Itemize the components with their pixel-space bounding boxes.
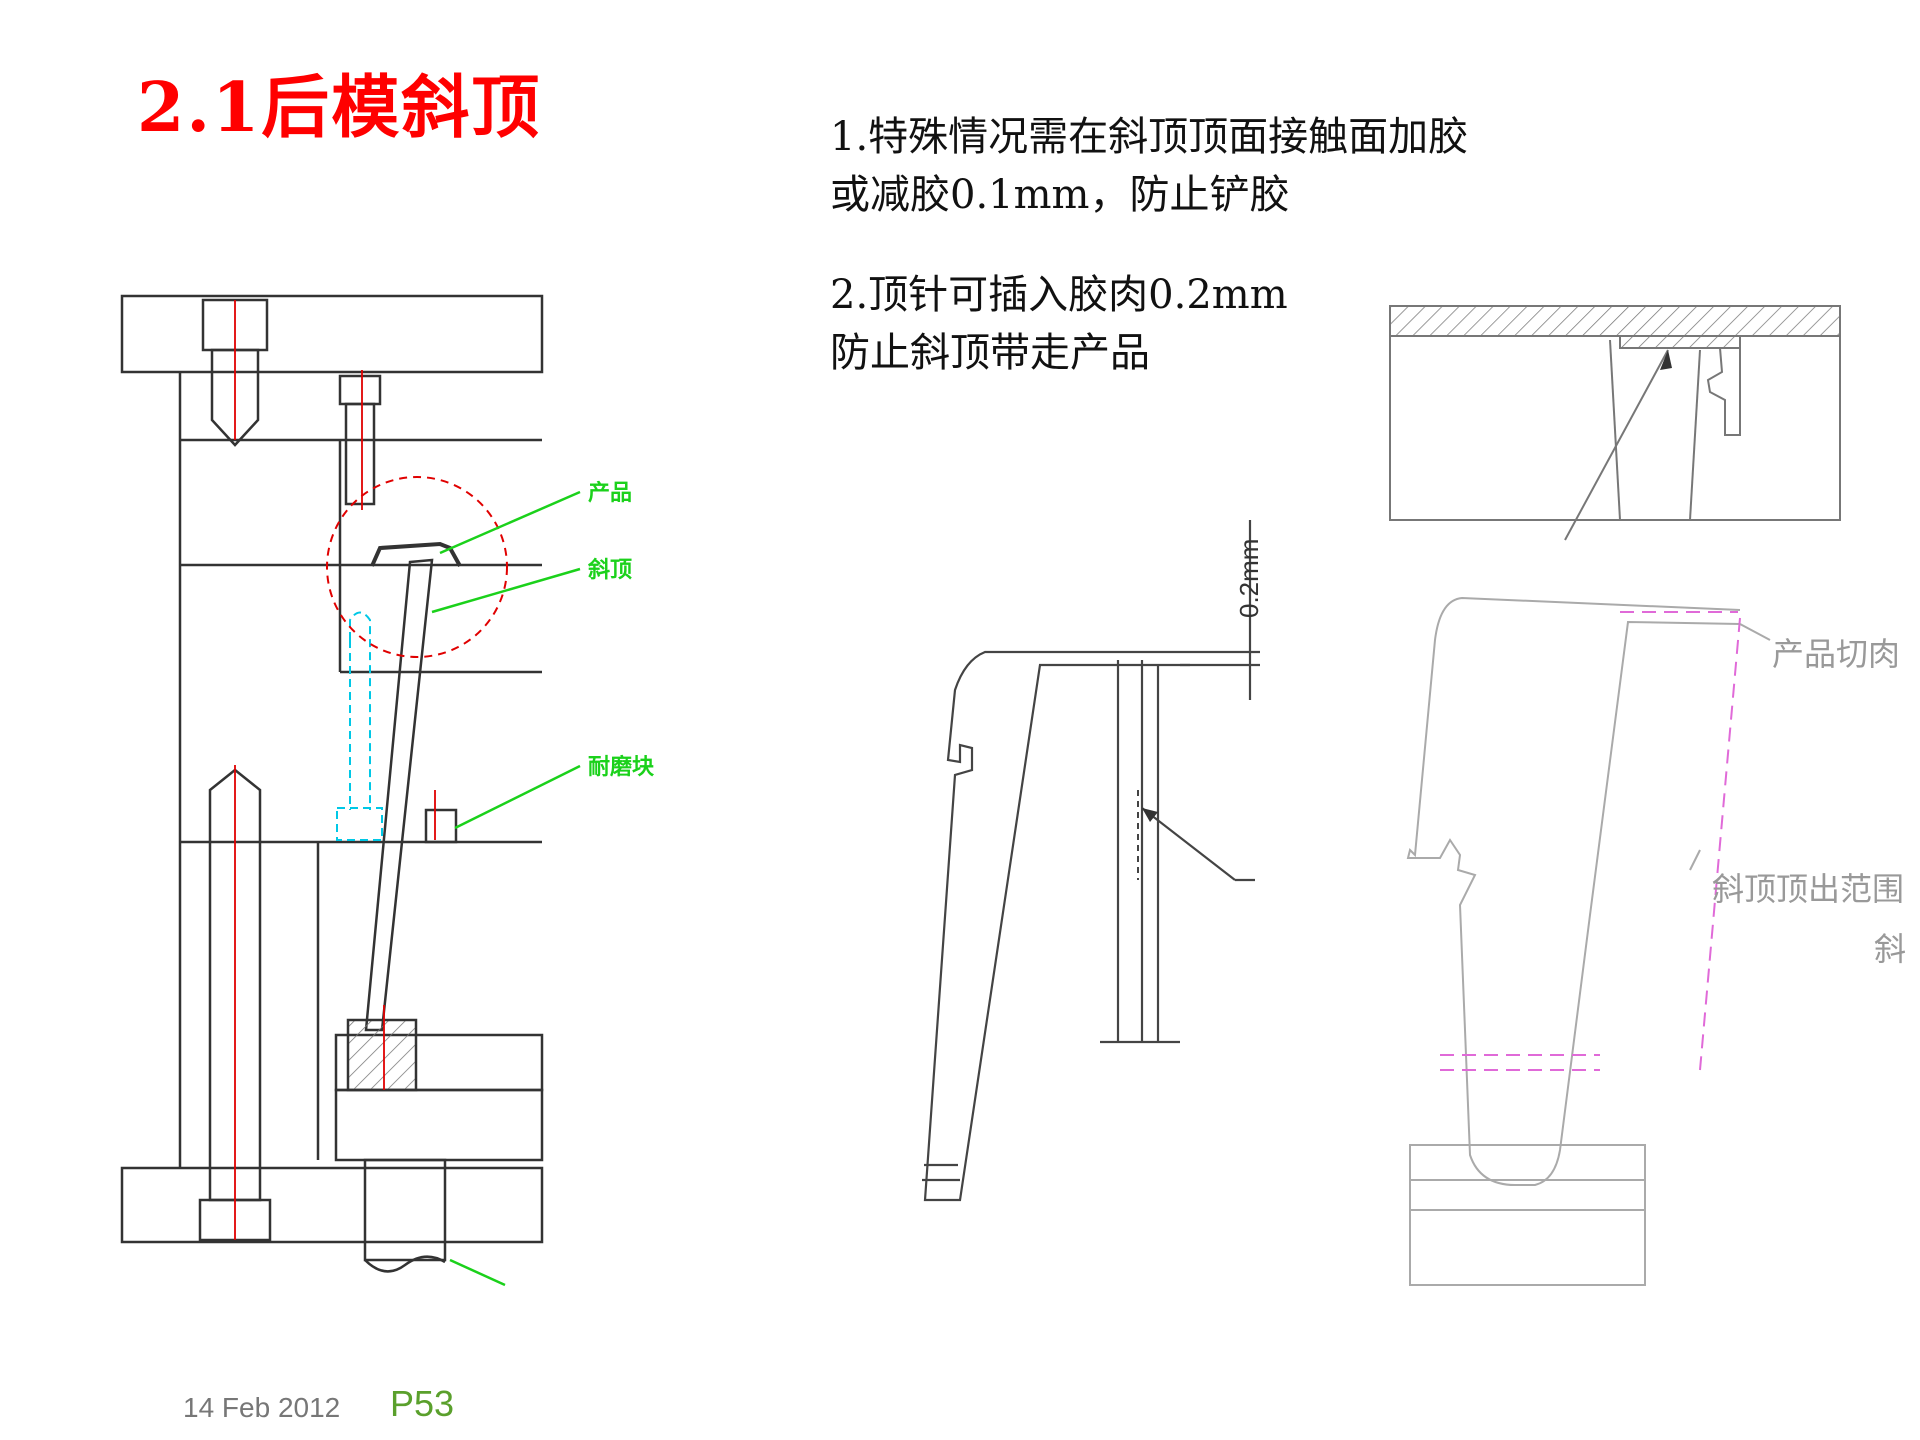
callout-wear-block: 耐磨块 [588,755,655,780]
note-1-line-2: 或减胶0.1mm，防止铲胶 [830,172,1290,218]
note-2: 2.顶针可插入胶肉0.2mm 防止斜顶带走产品 [830,266,1288,382]
dimension-0-2mm: 0.2mm [1234,539,1264,618]
magenta-range-lines [1440,611,1741,1071]
mold-assembly-drawing [120,294,544,1273]
note-1: 1.特殊情况需在斜顶顶面接触面加胶 或减胶0.1mm，防止铲胶 [830,108,1468,224]
callout-lifter-short: 斜 [1874,930,1906,968]
footer-date: 14 Feb 2012 [183,1392,341,1423]
callout-lifter-range: 斜顶顶出范围 [1712,870,1904,908]
slide-title: 2.1后模斜顶 [137,68,542,148]
leader-arrow [1142,808,1158,822]
mold-centerlines [234,300,436,1240]
lifter-stroke-drawing [1406,596,1741,1286]
callout-lifter: 斜顶 [587,557,632,583]
callout-product: 产品 [588,481,632,506]
ejector-pin-detail-drawing [922,520,1260,1202]
cut-leader [1739,623,1771,641]
range-leader [1689,849,1701,871]
lifter-top-section-drawing [1389,305,1841,541]
detail-circle [326,476,508,658]
mold-leader-lines [431,490,581,1287]
note-1-line-1: 1.特殊情况需在斜顶顶面接触面加胶 [830,114,1469,160]
arrow-head [1660,350,1672,370]
note-2-line-2: 防止斜顶带走产品 [830,330,1150,376]
callout-product-cut: 产品切肉 [1772,635,1900,673]
hidden-ejector-pin [336,611,383,841]
page-number: P53 [390,1383,455,1424]
note-2-line-1: 2.顶针可插入胶肉0.2mm [830,272,1288,318]
